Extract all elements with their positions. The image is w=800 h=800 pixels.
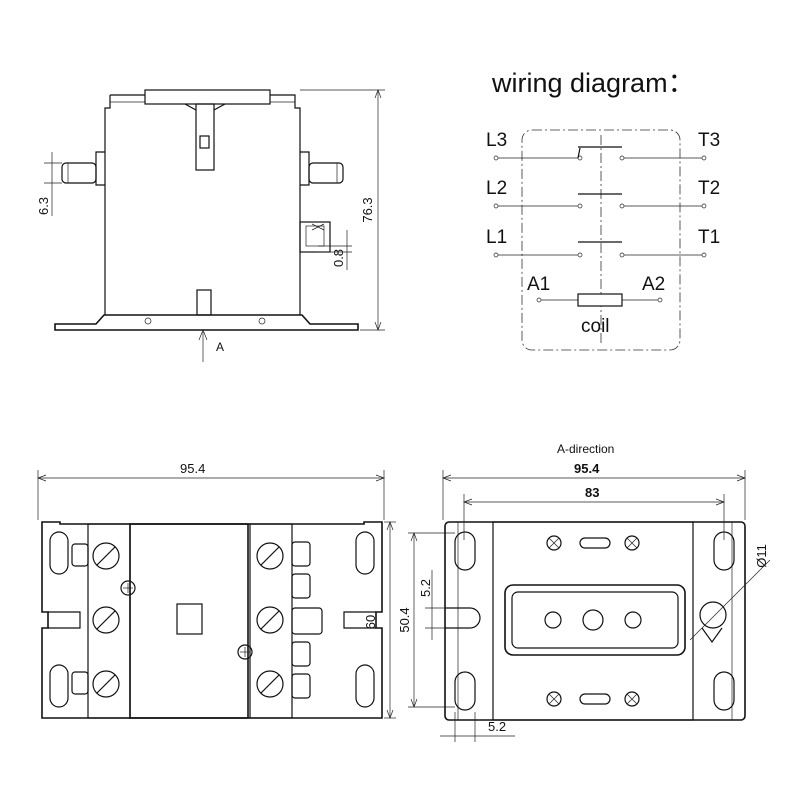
coil-terminal xyxy=(299,221,331,253)
center-housing xyxy=(129,523,249,719)
top-view-dim-width: 95.4 xyxy=(180,461,205,476)
dim-height-76-3: 76.3 xyxy=(360,197,375,222)
terminal-a1-label: A1 xyxy=(527,274,550,295)
coil-label: coil xyxy=(581,316,610,337)
terminal-a2-label: A2 xyxy=(642,274,665,295)
center-raised-block xyxy=(504,584,686,656)
wiring-diagram: wiring diagram： L3 L2 xyxy=(486,68,720,351)
quick-connect-tabs xyxy=(71,541,323,699)
terminal-l2-label: L2 xyxy=(486,178,507,199)
right-screws xyxy=(237,542,284,698)
bottom-dim-hole-spacing: 83 xyxy=(585,485,599,500)
wiring-enclosure xyxy=(521,129,681,351)
side-view: 76.3 6.3 0.8 A xyxy=(36,89,385,362)
bottom-base-plate xyxy=(444,521,746,721)
left-terminal-lug xyxy=(61,162,97,184)
terminal-l3-label: L3 xyxy=(486,130,507,151)
wiring-diagram-title: wiring diagram： xyxy=(491,68,695,98)
bottom-dim-width: 95.4 xyxy=(574,461,600,476)
actuator-stem xyxy=(195,103,215,171)
left-screws xyxy=(92,542,136,698)
right-terminal-lug xyxy=(308,162,344,184)
dim-offset-0-8: 0.8 xyxy=(331,249,346,267)
dim-terminal-6-3: 6.3 xyxy=(36,197,51,215)
right-terminal-block xyxy=(249,523,293,719)
bottom-screws xyxy=(546,535,640,707)
bottom-dim-slot-width: 5.2 xyxy=(418,579,433,597)
top-view: 95.4 60 xyxy=(37,461,396,719)
terminal-t3-label: T3 xyxy=(698,130,720,151)
direction-arrow-label: A xyxy=(216,340,224,354)
top-cover-plate xyxy=(144,89,271,105)
center-window xyxy=(176,603,203,635)
top-view-dim-height: 60 xyxy=(363,615,378,629)
a-direction-caption: A-direction xyxy=(557,442,614,456)
bottom-dim-slot-offset: 5.2 xyxy=(488,719,506,734)
terminal-t1-label: T1 xyxy=(698,227,720,248)
coil-symbol xyxy=(577,293,623,307)
bottom-dim-hole-diameter: Ø11 xyxy=(754,544,769,568)
bottom-dim-slot-spacing: 50.4 xyxy=(397,607,412,632)
base-plate xyxy=(54,314,359,331)
bottom-housing xyxy=(492,521,694,721)
mounting-hole xyxy=(699,601,727,629)
terminal-l1-label: L1 xyxy=(486,227,507,248)
terminal-t2-label: T2 xyxy=(698,178,720,199)
bottom-view: A-direction 95.4 xyxy=(397,442,771,742)
